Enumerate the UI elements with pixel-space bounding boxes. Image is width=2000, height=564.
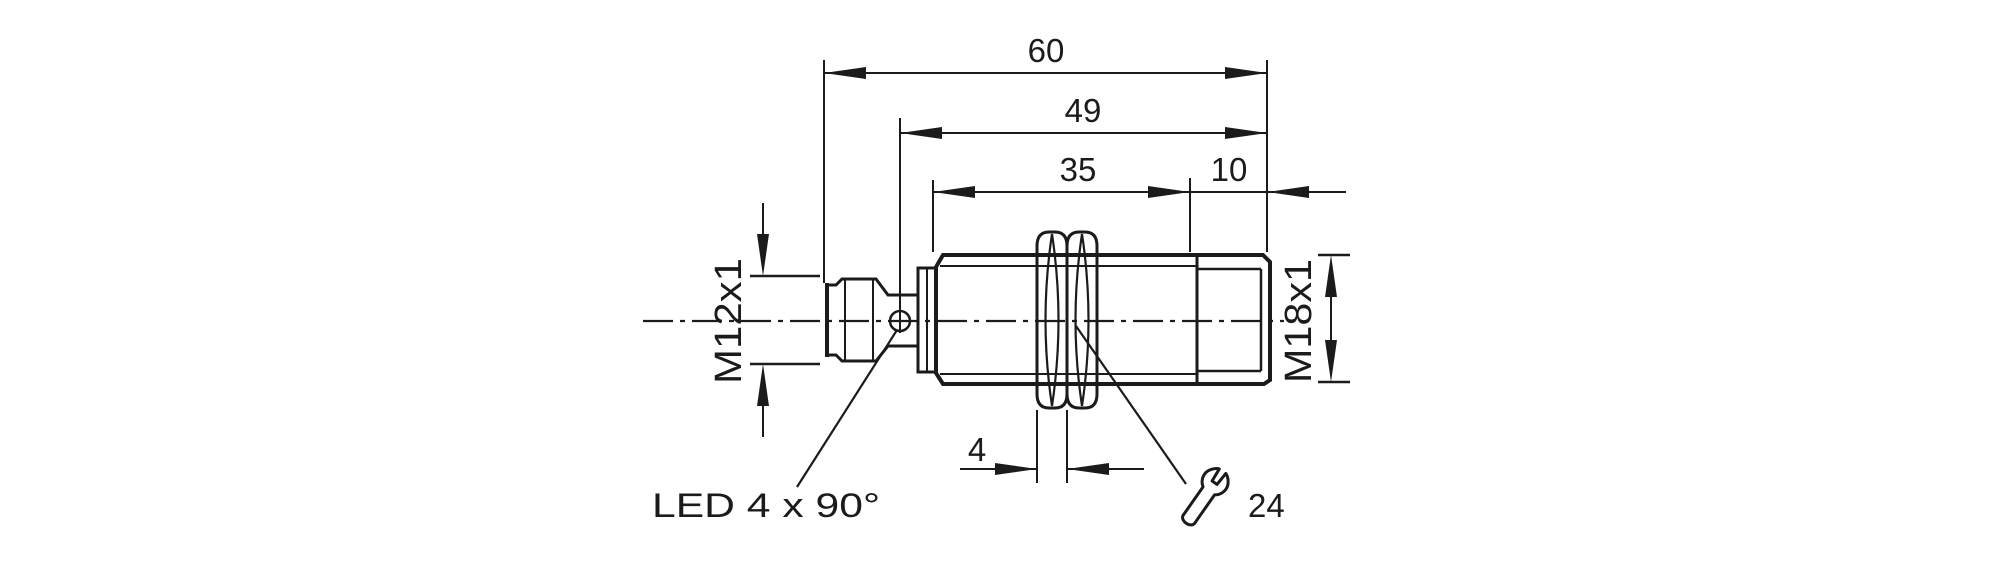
dimension-m18: M18x1 — [1278, 253, 1350, 384]
body-outline — [934, 253, 1272, 386]
leader-line — [1075, 325, 1187, 485]
arrowhead-down — [1325, 340, 1337, 382]
connector-top-profile — [827, 277, 918, 297]
arrowhead-left — [1267, 186, 1309, 198]
dimension-60: 60 — [823, 32, 1268, 283]
dimension-label-35: 35 — [1060, 151, 1097, 188]
dimension-35: 35 — [932, 151, 1190, 252]
hex-nut-right-chamfer-arcs — [1074, 233, 1090, 407]
arrowhead-right — [1225, 127, 1267, 139]
wrench-icon — [1181, 466, 1230, 527]
connector-bottom-profile — [827, 344, 918, 363]
dimension-4: 4 — [960, 410, 1144, 483]
hex-nuts — [1035, 230, 1099, 410]
dimension-label-60: 60 — [1028, 32, 1065, 69]
arrowhead-left — [824, 67, 866, 79]
led-note-label: LED 4 x 90° — [652, 487, 880, 525]
arrowhead-down — [757, 234, 769, 276]
leader-line — [796, 329, 898, 488]
wrench-callout: 24 — [1075, 325, 1285, 527]
dimension-label-49: 49 — [1065, 92, 1102, 129]
dimension-10: 10 — [1189, 151, 1346, 252]
dimension-label-10: 10 — [1211, 151, 1248, 188]
hex-nut-left-chamfer-arcs — [1044, 233, 1060, 407]
arrowhead-left — [933, 186, 975, 198]
wrench-size-label: 24 — [1248, 487, 1285, 524]
dimension-label-m12x1: M12x1 — [708, 258, 750, 384]
arrowhead-left — [1067, 463, 1109, 475]
arrowhead-left — [900, 127, 942, 139]
arrowhead-right — [995, 463, 1037, 475]
hex-nut-right — [1065, 230, 1099, 410]
led-callout: LED 4 x 90° — [652, 329, 898, 525]
arrowhead-up — [1325, 255, 1337, 297]
dimension-49: 49 — [899, 92, 1267, 333]
arrowhead-right — [1225, 67, 1267, 79]
dimension-label-4: 4 — [968, 431, 986, 468]
dimension-label-m18x1: M18x1 — [1278, 259, 1320, 383]
dimension-m12: M12x1 — [708, 203, 820, 437]
arrowhead-up — [757, 364, 769, 406]
arrowhead-right — [1148, 186, 1190, 198]
